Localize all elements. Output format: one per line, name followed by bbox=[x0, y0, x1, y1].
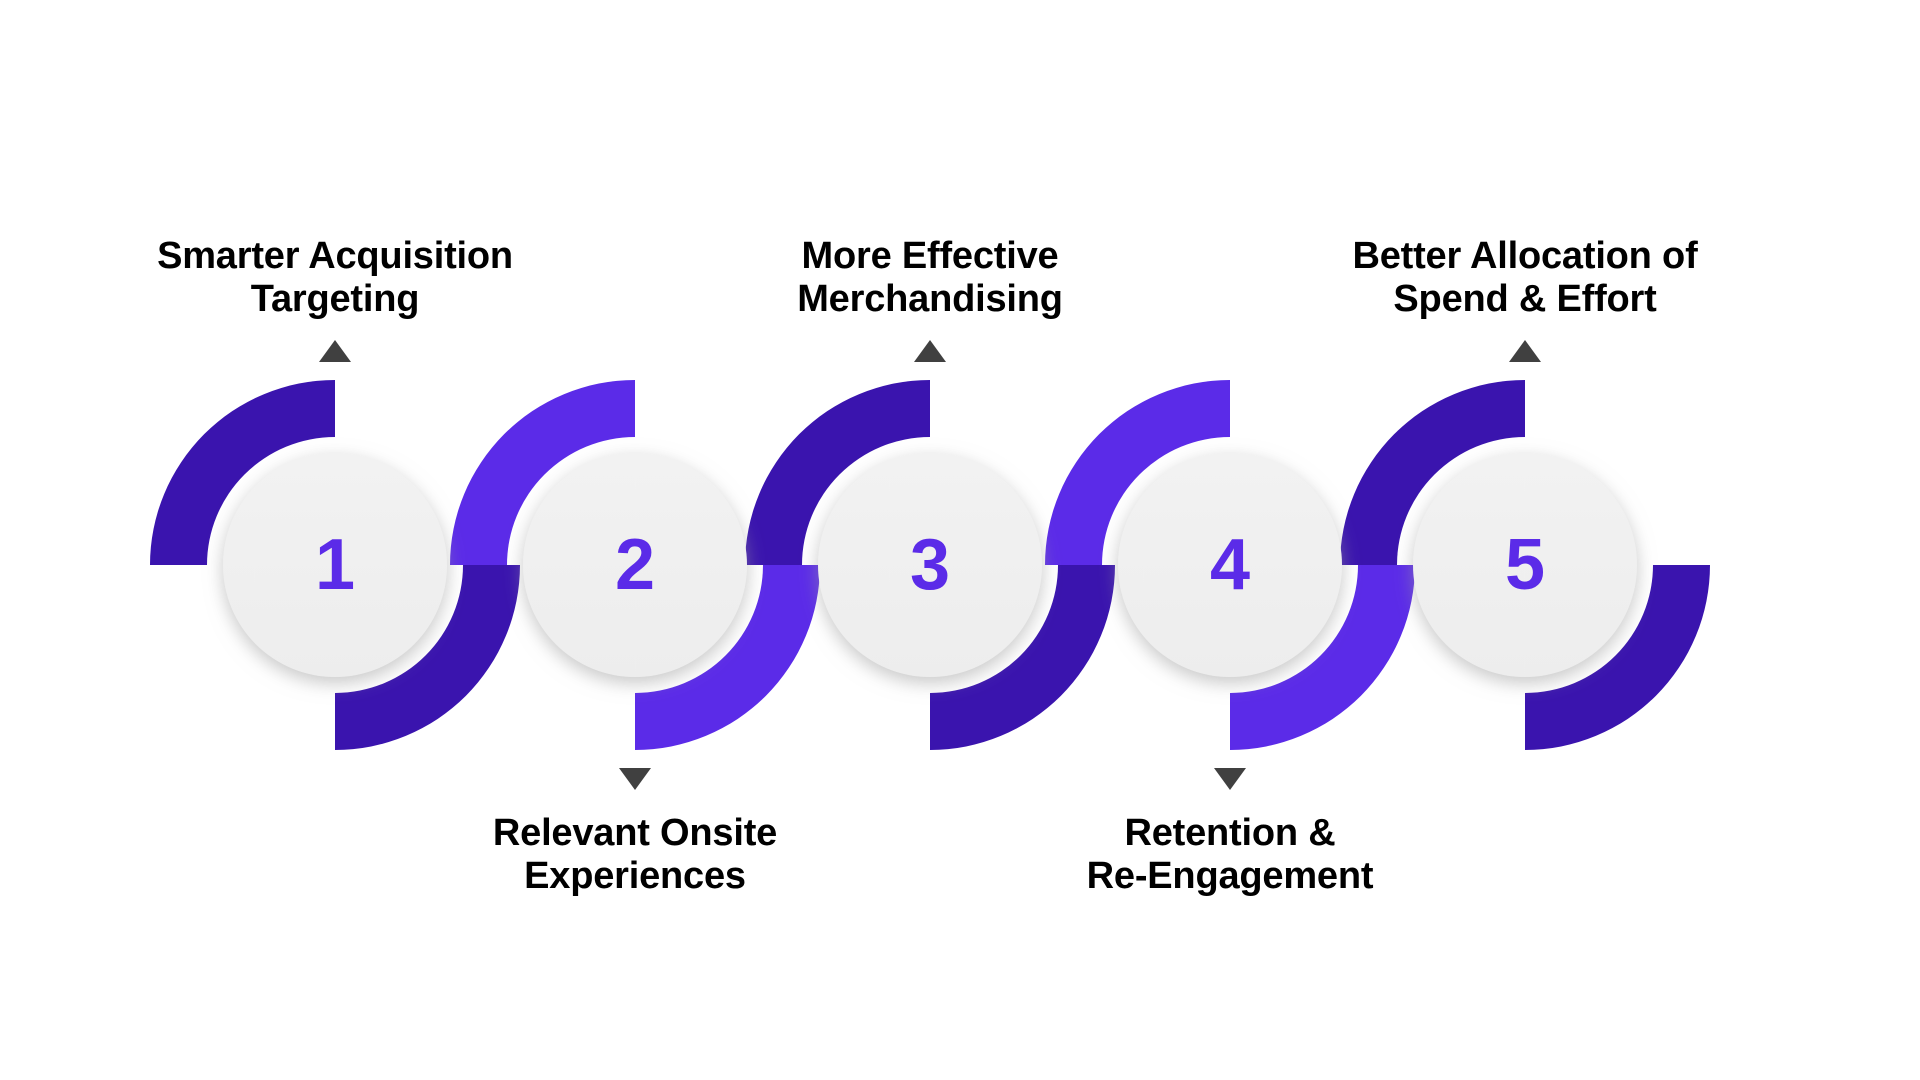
step-label: Smarter Acquisition Targeting bbox=[157, 234, 513, 320]
step-arc-top-left bbox=[450, 380, 635, 565]
step-arc-top-left bbox=[1340, 380, 1525, 565]
arrow-up-icon bbox=[319, 340, 351, 362]
step-circle[interactable] bbox=[1413, 453, 1637, 677]
arrow-up-icon bbox=[1509, 340, 1541, 362]
step-number: 1 bbox=[314, 525, 356, 605]
step-arc-bottom-right bbox=[1230, 565, 1415, 750]
arrow-down-icon bbox=[1214, 768, 1246, 790]
step-arc-top-left bbox=[1045, 380, 1230, 565]
step-circle[interactable] bbox=[523, 453, 747, 677]
step-circle[interactable] bbox=[818, 453, 1042, 677]
arc-group bbox=[150, 380, 1710, 750]
step-circle[interactable] bbox=[1118, 453, 1342, 677]
arrow-up-icon bbox=[914, 340, 946, 362]
step-label: Relevant Onsite Experiences bbox=[492, 812, 778, 897]
step-number: 3 bbox=[909, 525, 951, 605]
step-arc-top-left bbox=[745, 380, 930, 565]
step-arc-bottom-right bbox=[930, 565, 1115, 750]
step-number: 4 bbox=[1209, 525, 1251, 605]
step-label: Better Allocation of Spend & Effort bbox=[1352, 234, 1698, 320]
step-circle[interactable] bbox=[223, 453, 447, 677]
step-arc-bottom-right bbox=[635, 565, 820, 750]
step-label: Retention & Re-Engagement bbox=[1086, 812, 1374, 897]
step-arc-bottom-right bbox=[1525, 565, 1710, 750]
step-arc-top-left bbox=[150, 380, 335, 565]
step-label: More Effective Merchandising bbox=[797, 234, 1063, 320]
step-arc-bottom-right bbox=[335, 565, 520, 750]
arrow-group bbox=[319, 340, 1541, 790]
circle-group bbox=[223, 453, 1637, 677]
step-number: 2 bbox=[614, 525, 656, 605]
arrow-down-icon bbox=[619, 768, 651, 790]
step-number: 5 bbox=[1504, 525, 1546, 605]
